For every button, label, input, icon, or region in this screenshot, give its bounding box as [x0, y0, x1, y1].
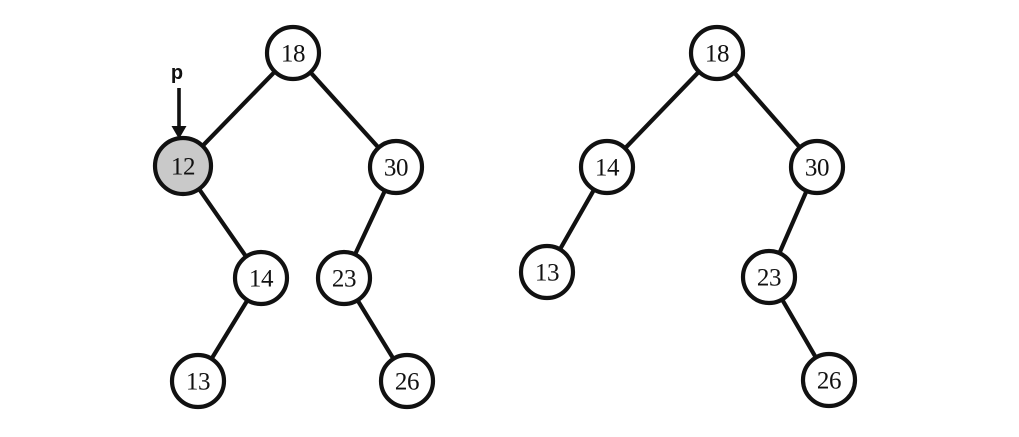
tree-edge-30-23	[352, 186, 388, 259]
tree-node-13[interactable]: 13	[518, 243, 576, 301]
tree-node-circle	[788, 138, 846, 196]
tree-node-label: 23	[757, 265, 781, 292]
tree-node-circle	[169, 352, 227, 410]
tree-edge-12-14	[195, 185, 250, 261]
tree-node-label: 23	[332, 266, 356, 293]
tree-node-label: 18	[705, 41, 729, 68]
tree-edge-14-13	[208, 296, 251, 363]
tree-node-18[interactable]: 18	[688, 24, 746, 82]
pointer-arrow-head-icon	[171, 126, 187, 139]
tree-node-26[interactable]: 26	[800, 351, 858, 409]
tree-node-26[interactable]: 26	[378, 352, 436, 410]
tree-edge-23-26	[354, 296, 397, 363]
tree-edge-18-30	[730, 68, 804, 152]
tree-edge-14-13	[556, 185, 598, 254]
tree-node-18[interactable]: 18	[264, 24, 322, 82]
tree-panel-before-deletion: 18 12 30 14 23 13 26 p	[152, 24, 436, 410]
tree-node-13[interactable]: 13	[169, 352, 227, 410]
tree-node-30[interactable]: 30	[788, 138, 846, 196]
tree-node-circle	[378, 352, 436, 410]
tree-node-14[interactable]: 14	[578, 138, 636, 196]
pointer-annotation-p: p	[171, 62, 187, 139]
tree-node-23[interactable]: 23	[740, 248, 798, 306]
tree-node-label: 13	[186, 369, 210, 396]
tree-node-circle	[264, 24, 322, 82]
pointer-label: p	[171, 62, 183, 84]
tree-edge-23-26	[778, 295, 820, 362]
tree-node-label: 30	[805, 155, 829, 182]
tree-edge-18-14	[621, 68, 703, 152]
tree-node-label: 18	[281, 41, 305, 68]
tree-node-label: 14	[249, 266, 274, 293]
tree-node-circle	[152, 135, 214, 197]
tree-edge-30-23	[776, 186, 810, 258]
tree-node-circle	[315, 249, 373, 307]
tree-node-circle	[688, 24, 746, 82]
tree-node-label: 14	[595, 155, 620, 182]
tree-node-label: 12	[171, 154, 195, 181]
tree-node-30[interactable]: 30	[367, 138, 425, 196]
tree-node-label: 26	[817, 368, 841, 395]
tree-panel-after-deletion: 18 14 30 13 23 26	[518, 24, 858, 409]
tree-node-14[interactable]: 14	[232, 249, 290, 307]
tree-node-12[interactable]: 12	[152, 135, 214, 197]
tree-node-circle	[518, 243, 576, 301]
tree-node-circle	[800, 351, 858, 409]
tree-node-circle	[367, 138, 425, 196]
tree-node-label: 13	[535, 260, 559, 287]
tree-edge-18-12	[199, 68, 279, 150]
tree-node-label: 30	[384, 155, 408, 182]
tree-node-label: 26	[395, 369, 419, 396]
tree-node-circle	[740, 248, 798, 306]
tree-node-circle	[578, 138, 636, 196]
tree-edge-18-30	[306, 68, 383, 152]
tree-node-23[interactable]: 23	[315, 249, 373, 307]
tree-node-circle	[232, 249, 290, 307]
